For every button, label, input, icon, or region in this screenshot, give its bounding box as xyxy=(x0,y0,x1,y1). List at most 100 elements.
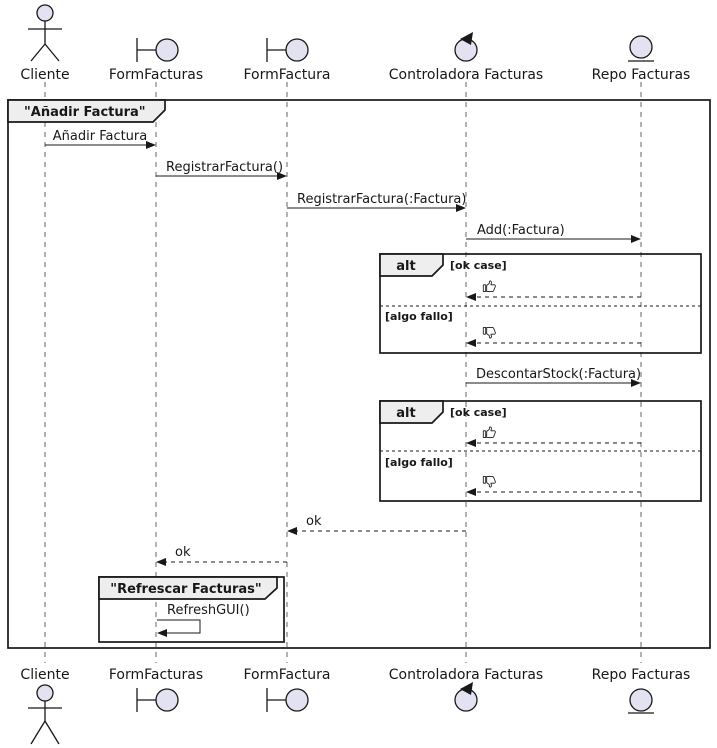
entity-icon xyxy=(628,35,654,62)
message-registrarfactura: RegistrarFactura() xyxy=(156,160,287,180)
participant-label: Cliente xyxy=(20,667,69,683)
arrowhead xyxy=(157,629,167,637)
control-icon xyxy=(454,682,478,712)
control-arrow xyxy=(460,32,473,45)
alt-fragment-2: alt [ok case] [algo fallo] xyxy=(379,400,702,502)
message-label: ok xyxy=(175,545,191,560)
alt-guard-fallo: [algo fallo] xyxy=(385,456,453,469)
entity-icon xyxy=(628,688,654,714)
message-return-thumbs-up-2 xyxy=(466,426,641,447)
participant-label: Repo Facturas xyxy=(592,67,691,83)
message-return-thumbs-up-1 xyxy=(466,280,641,301)
alt-frame-border xyxy=(379,253,702,354)
arrowhead xyxy=(287,527,297,535)
arrowhead xyxy=(466,439,476,447)
participant-top-cliente: Cliente xyxy=(20,4,70,83)
message-ok-to-formfactura: ok xyxy=(287,514,466,535)
control-arrow xyxy=(460,682,473,695)
alt-frame-header xyxy=(379,253,444,277)
message-label: Añadir Factura xyxy=(53,129,148,144)
actor-head xyxy=(36,684,54,702)
arrowhead xyxy=(146,141,156,149)
boundary-icon xyxy=(266,38,309,62)
participant-top-formfacturas: FormFacturas xyxy=(109,38,203,83)
arrowhead xyxy=(277,172,287,180)
main-frame-title: "Añadir Factura" xyxy=(24,105,146,120)
actor-head xyxy=(36,4,54,22)
participant-bottom-repo: Repo Facturas xyxy=(592,667,691,714)
message-add-factura: Add(:Factura) xyxy=(466,223,641,243)
actor-leg-right xyxy=(44,720,60,745)
message-label: RegistrarFactura(:Factura) xyxy=(297,192,466,207)
arrowhead xyxy=(466,293,476,301)
boundary-circle xyxy=(285,688,309,712)
message-ok-to-formfacturas: ok xyxy=(156,545,287,566)
arrowhead xyxy=(466,339,476,347)
control-icon xyxy=(454,32,478,62)
main-frame-border xyxy=(7,99,711,649)
group-frame-title: "Refrescar Facturas" xyxy=(110,582,261,597)
participant-bottom-formfactura: FormFactura xyxy=(243,667,331,712)
alt-operator: alt xyxy=(396,406,415,421)
entity-circle xyxy=(629,688,653,712)
arrowhead xyxy=(456,204,466,212)
participant-label: FormFacturas xyxy=(109,667,203,683)
arrowhead xyxy=(631,235,641,243)
control-circle xyxy=(454,688,478,712)
message-refreshgui-self: RefreshGUI() xyxy=(157,603,250,637)
message-return-thumbs-down-2 xyxy=(466,475,641,496)
main-frame: "Añadir Factura" xyxy=(7,99,711,649)
lifelines xyxy=(44,82,642,663)
boundary-icon xyxy=(136,688,179,712)
participant-bottom-controladora: Controladora Facturas xyxy=(389,667,543,712)
participant-bottom-cliente: Cliente xyxy=(20,667,70,745)
alt-fragment-1: alt [ok case] [algo fallo] xyxy=(379,253,702,354)
boundary-icon xyxy=(266,688,309,712)
arrowhead xyxy=(156,558,166,566)
main-frame-header xyxy=(7,99,166,123)
message-descontarstock: DescontarStock(:Factura) xyxy=(466,367,641,387)
participant-label: Cliente xyxy=(20,67,69,83)
message-label: DescontarStock(:Factura) xyxy=(476,367,641,382)
message-registrarfactura-factura: RegistrarFactura(:Factura) xyxy=(287,192,466,212)
message-label: RefreshGUI() xyxy=(167,603,250,618)
arrowhead xyxy=(466,488,476,496)
message-anadir-factura: Añadir Factura xyxy=(45,129,156,149)
alt-guard-ok: [ok case] xyxy=(450,406,507,419)
actor-icon xyxy=(28,684,62,745)
boundary-icon xyxy=(136,38,179,62)
alt-operator: alt xyxy=(396,259,415,274)
group-frame-header xyxy=(98,576,278,600)
participant-label: Repo Facturas xyxy=(592,667,691,683)
boundary-circle xyxy=(285,38,309,62)
participant-top-controladora: Controladora Facturas xyxy=(389,32,543,83)
arrowhead xyxy=(631,379,641,387)
group-frame-refrescar: "Refrescar Facturas" RefreshGUI() xyxy=(98,576,285,643)
alt-guard-fallo: [algo fallo] xyxy=(385,310,453,323)
participant-top-formfactura: FormFactura xyxy=(243,38,331,83)
actor-icon xyxy=(28,4,62,62)
actor-leg-left xyxy=(30,720,46,745)
participant-bottom-formfacturas: FormFacturas xyxy=(109,667,203,712)
control-circle xyxy=(454,38,478,62)
boundary-circle xyxy=(155,688,179,712)
message-label: RegistrarFactura() xyxy=(166,160,283,175)
participant-label: Controladora Facturas xyxy=(389,667,543,683)
participant-label: FormFactura xyxy=(243,67,330,83)
boundary-circle xyxy=(155,38,179,62)
entity-circle xyxy=(629,35,653,59)
message-label: ok xyxy=(306,514,322,529)
participant-label: FormFacturas xyxy=(109,67,203,83)
participant-label: FormFactura xyxy=(243,667,330,683)
alt-guard-ok: [ok case] xyxy=(450,259,507,272)
actor-leg-left xyxy=(30,43,46,62)
message-label: Add(:Factura) xyxy=(477,223,565,238)
participant-label: Controladora Facturas xyxy=(389,67,543,83)
participant-top-repo: Repo Facturas xyxy=(592,35,691,83)
actor-leg-right xyxy=(44,43,60,62)
alt-frame-header xyxy=(379,400,444,424)
self-message-line xyxy=(157,619,201,634)
